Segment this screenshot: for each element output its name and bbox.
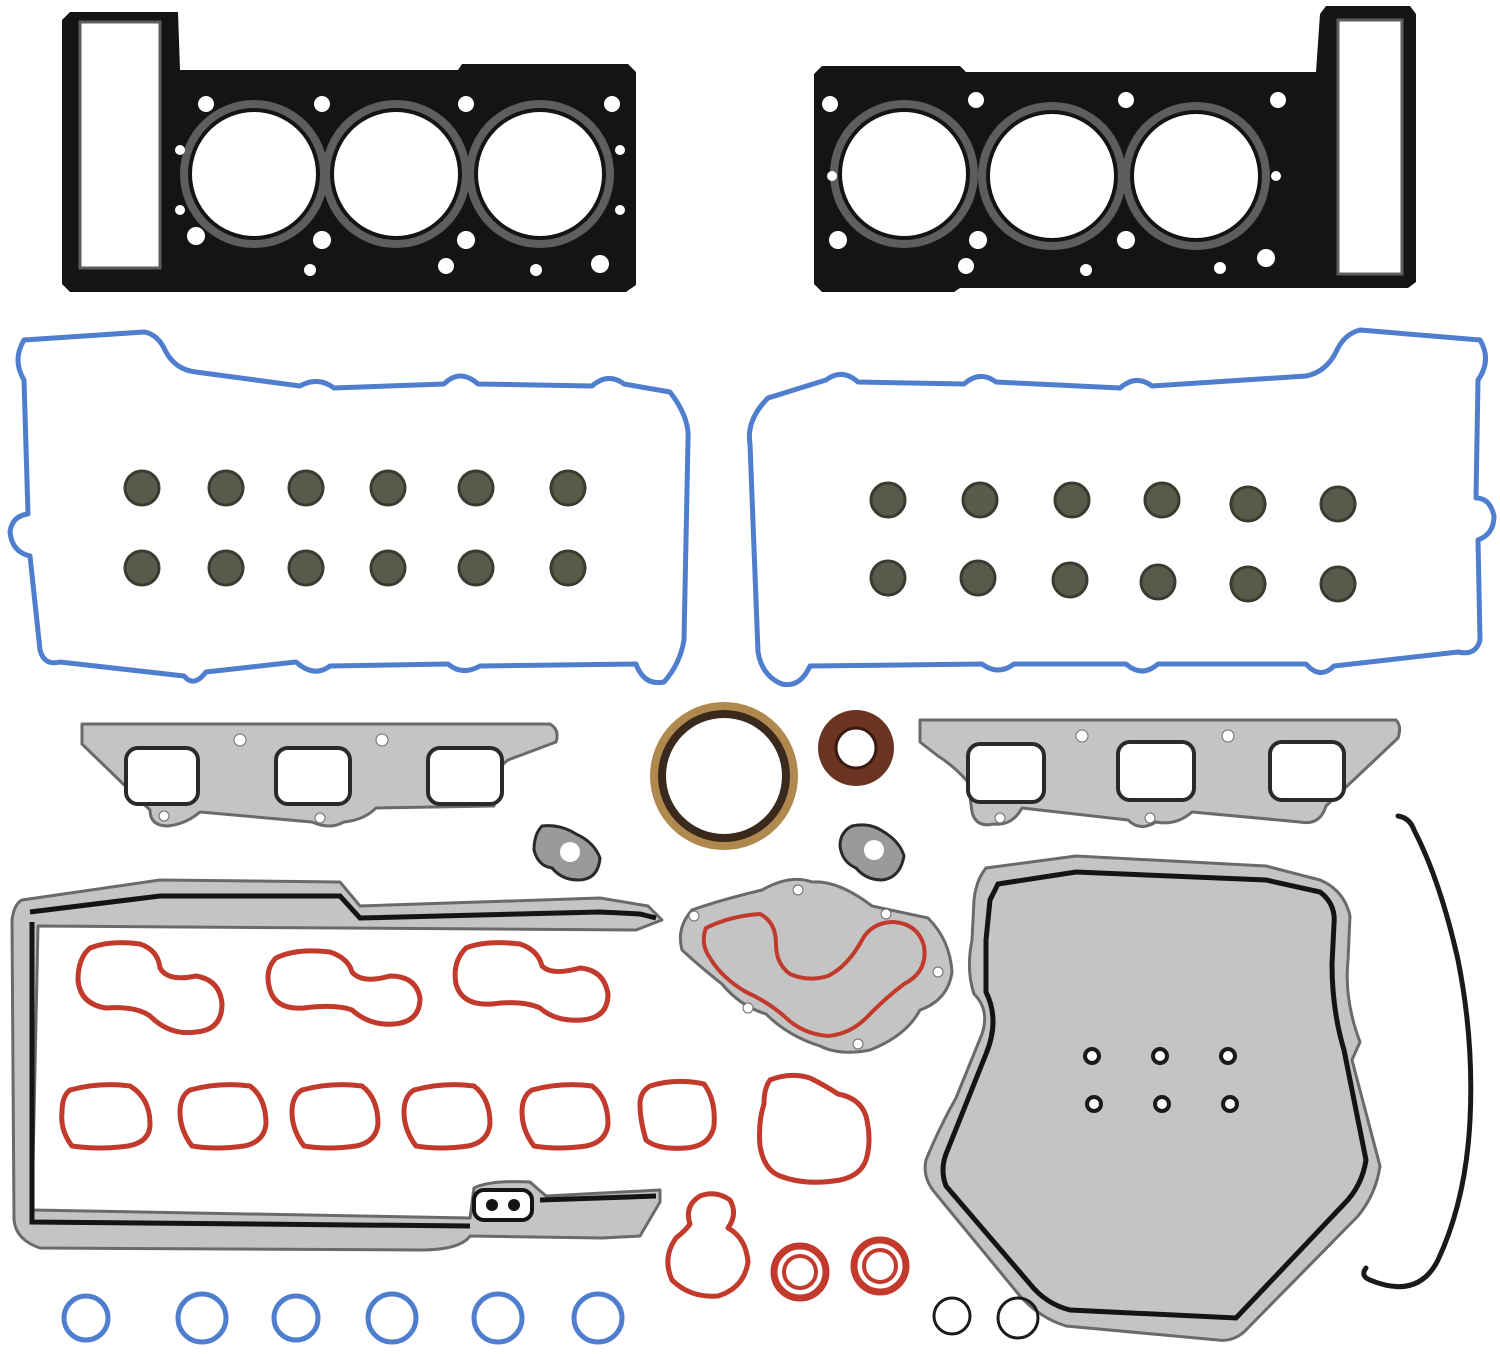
head-gasket-right (814, 6, 1416, 292)
black-seal-strip (1361, 813, 1474, 1290)
coolant-crossover-gasket (665, 1191, 751, 1299)
red-o-rings (770, 1236, 910, 1302)
valve-cover-gasket-right (746, 327, 1497, 688)
exhaust-manifold-gasket-left (80, 722, 559, 828)
water-pump-gasket (678, 877, 954, 1054)
intake-gaskets-lower (59, 1078, 717, 1151)
front-crank-seal (818, 710, 894, 786)
oil-pan-gasket (10, 878, 664, 1252)
valve-cover-gasket-left (7, 329, 691, 686)
turbo-flange-gasket-left (532, 824, 602, 882)
intake-gaskets-upper (75, 940, 611, 1036)
turbo-flange-gasket-right (838, 823, 906, 882)
thermostat-housing-gasket (757, 1072, 872, 1185)
black-o-rings (932, 1296, 1040, 1340)
timing-cover-gasket (923, 854, 1382, 1342)
rear-main-seal (650, 702, 798, 850)
exhaust-manifold-gasket-right (918, 718, 1402, 828)
blue-o-rings (61, 1291, 625, 1345)
head-gasket-left (62, 12, 636, 292)
